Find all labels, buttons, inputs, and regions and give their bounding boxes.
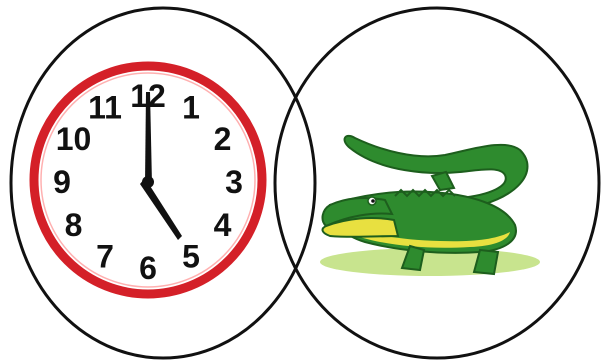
clock-number: 10 <box>56 121 92 157</box>
clock-number: 4 <box>214 207 232 243</box>
clock-number: 11 <box>88 90 122 126</box>
clock-number: 1 <box>182 90 200 126</box>
clock-number: 2 <box>214 121 232 157</box>
clock-number: 6 <box>139 250 157 286</box>
clock-number: 9 <box>53 164 71 200</box>
clock-icon: 121234567891011 <box>34 66 262 294</box>
crocodile-top-leg <box>432 172 454 190</box>
clock-number: 8 <box>65 207 83 243</box>
crocodile-icon <box>320 136 540 276</box>
crocodile-pupil <box>371 199 375 203</box>
clock-center <box>142 176 154 188</box>
clock-number: 7 <box>96 239 114 275</box>
clock-number: 5 <box>182 239 200 275</box>
clock-number: 3 <box>225 164 243 200</box>
